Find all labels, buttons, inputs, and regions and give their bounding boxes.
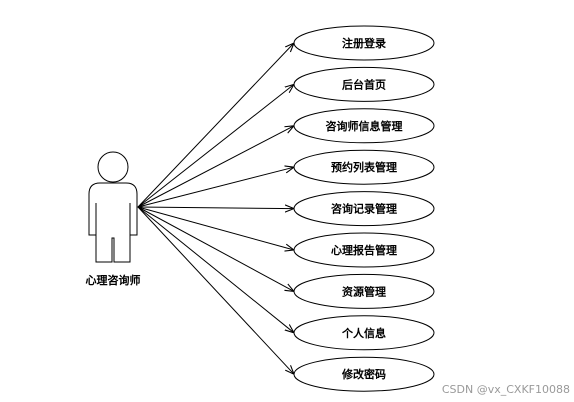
association-arrow bbox=[137, 126, 294, 208]
use-case-ellipse bbox=[293, 273, 435, 309]
association-lines bbox=[137, 43, 294, 374]
association-arrow bbox=[137, 207, 294, 209]
use-case-label: 修改密码 bbox=[341, 367, 386, 381]
association-arrow bbox=[137, 43, 294, 208]
use-case-ellipse bbox=[293, 149, 435, 185]
watermark: CSDN @vx_CXKF10088 bbox=[441, 383, 570, 396]
use-case-label: 心理报告管理 bbox=[331, 243, 397, 257]
association-arrow bbox=[137, 206, 294, 291]
use-case-label: 注册登录 bbox=[342, 36, 386, 50]
use-case-ellipse bbox=[293, 315, 435, 351]
use-case-ellipse bbox=[293, 25, 435, 61]
use-case-label: 咨询记录管理 bbox=[331, 202, 397, 216]
use-case-label: 资源管理 bbox=[342, 284, 386, 298]
use-case: 咨询记录管理 bbox=[293, 191, 435, 227]
use-case-ellipse bbox=[293, 108, 435, 144]
use-case-label: 后台首页 bbox=[342, 77, 386, 91]
use-case-ellipse bbox=[293, 66, 435, 102]
association-arrow bbox=[137, 167, 294, 208]
use-case: 资源管理 bbox=[293, 273, 435, 309]
use-case: 咨询师信息管理 bbox=[293, 108, 435, 144]
use-case: 预约列表管理 bbox=[293, 149, 435, 185]
use-case-label: 个人信息 bbox=[341, 326, 386, 340]
use-case-label: 预约列表管理 bbox=[331, 160, 397, 174]
actor-head bbox=[97, 151, 129, 183]
association-arrow bbox=[137, 206, 294, 250]
use-case: 个人信息 bbox=[293, 315, 435, 351]
use-case-list: 注册登录后台首页咨询师信息管理预约列表管理咨询记录管理心理报告管理资源管理个人信… bbox=[293, 25, 435, 392]
use-case-label: 咨询师信息管理 bbox=[326, 119, 403, 133]
use-case: 心理报告管理 bbox=[293, 232, 435, 268]
use-case: 修改密码 bbox=[293, 356, 435, 392]
association-arrow bbox=[137, 206, 294, 333]
use-case-ellipse bbox=[293, 191, 435, 227]
use-case: 后台首页 bbox=[293, 66, 435, 102]
association-arrow bbox=[137, 206, 294, 374]
actor-label: 心理咨询师 bbox=[86, 273, 141, 287]
use-case: 注册登录 bbox=[293, 25, 435, 61]
association-arrow bbox=[137, 84, 294, 208]
use-case-ellipse bbox=[293, 232, 435, 268]
use-case-ellipse bbox=[293, 356, 435, 392]
actor-body bbox=[88, 182, 138, 263]
actor-figure: 心理咨询师 bbox=[86, 151, 141, 287]
